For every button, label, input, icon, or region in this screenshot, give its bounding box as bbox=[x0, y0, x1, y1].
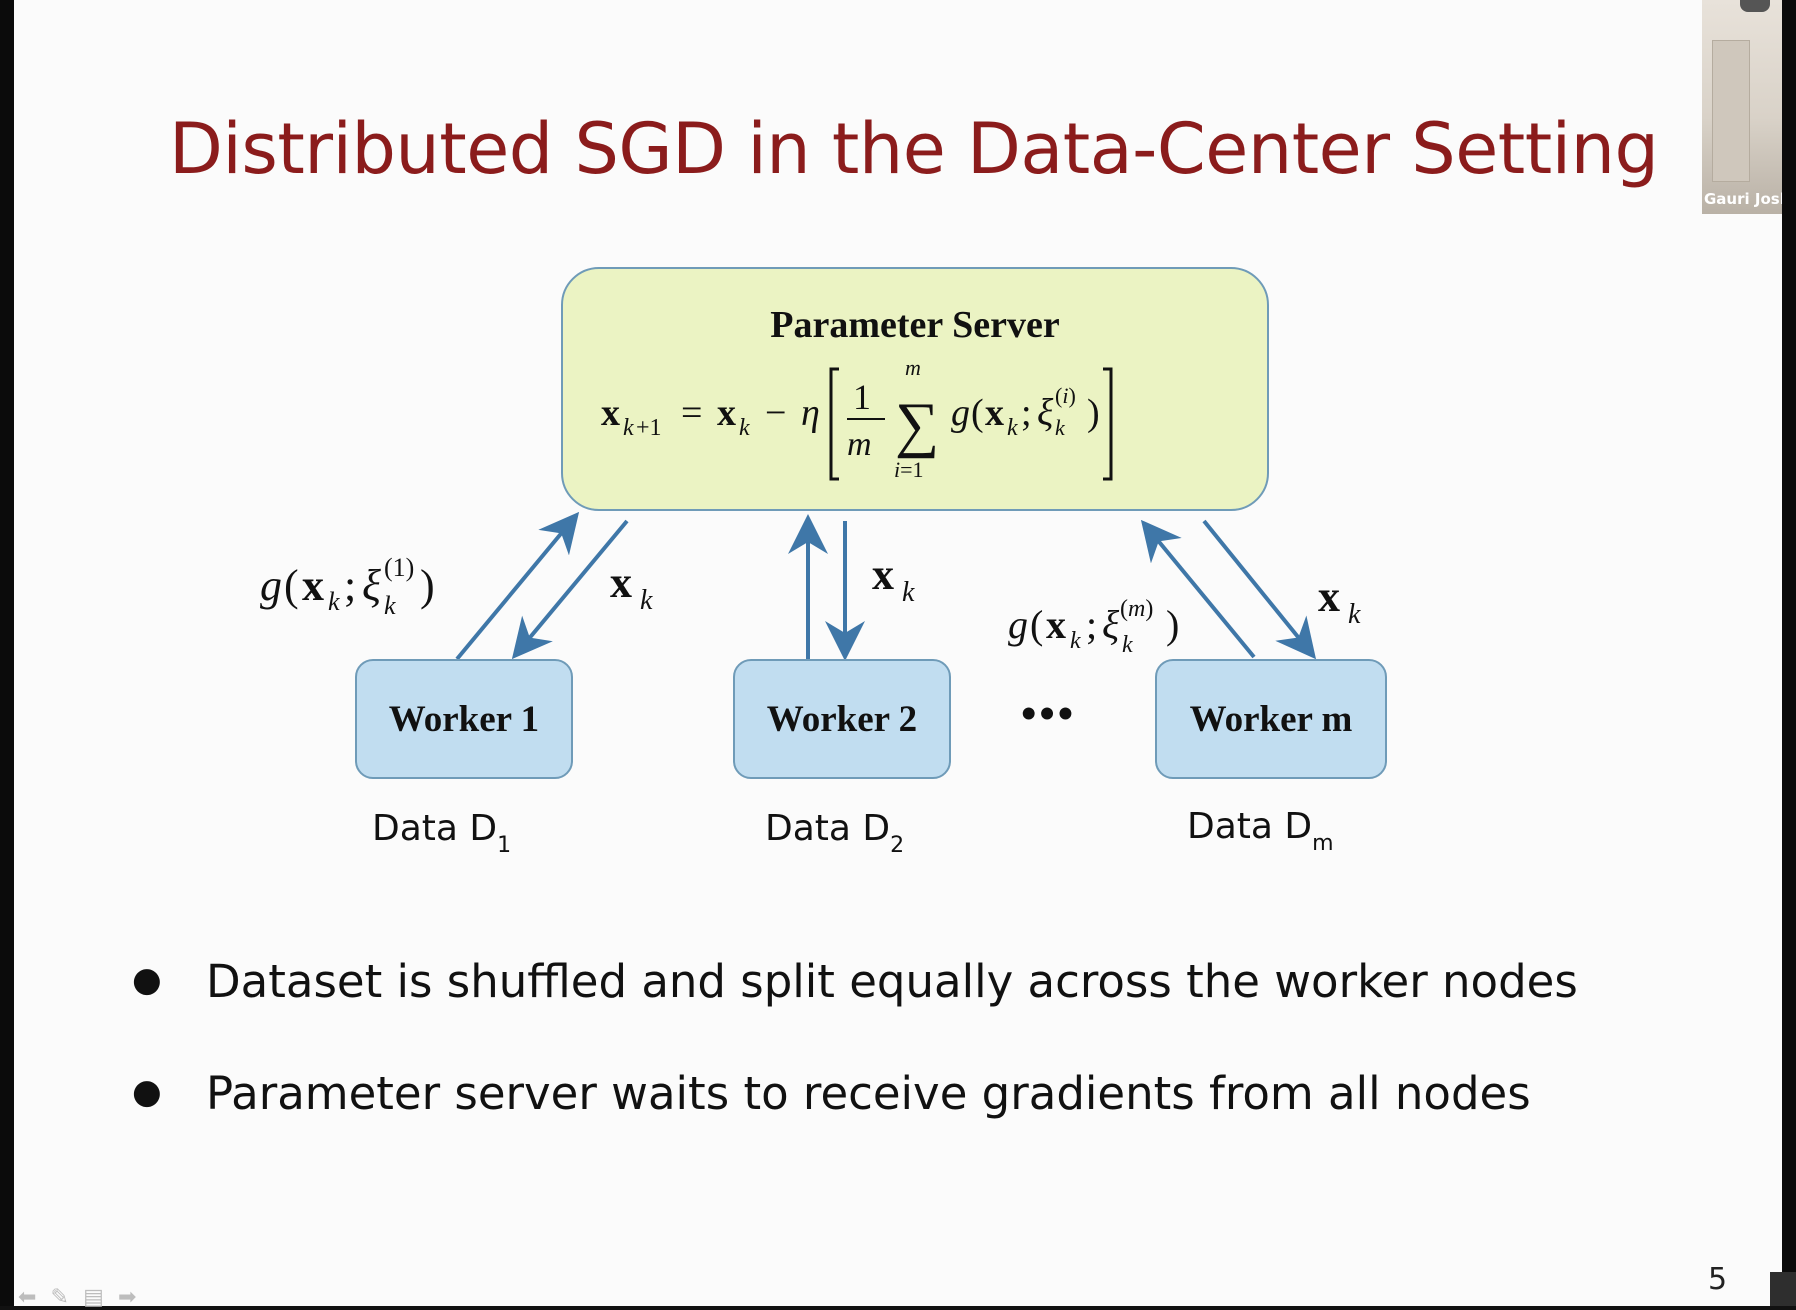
bullet-item: ●Dataset is shuffled and split equally a… bbox=[132, 955, 1578, 1008]
svg-text:k: k bbox=[623, 415, 634, 441]
svg-text:∑: ∑ bbox=[895, 391, 939, 459]
screen-border-left bbox=[0, 0, 14, 1306]
svg-text:g: g bbox=[1008, 602, 1028, 647]
parameter-server-box: Parameter Server x k +1 = x k − η 1 m m … bbox=[561, 267, 1269, 511]
participant-video-thumbnail[interactable]: Gauri Joshi bbox=[1702, 0, 1796, 214]
svg-text:+1: +1 bbox=[636, 415, 662, 441]
gradient-label-worker-1: g ( x k ; ξ k (1) ) bbox=[260, 548, 500, 643]
svg-text:k: k bbox=[1070, 628, 1081, 654]
svg-text:x: x bbox=[601, 392, 620, 434]
slide-page-number: 5 bbox=[1708, 1262, 1728, 1297]
parameter-update-equation: x k +1 = x k − η 1 m m ∑ i=1 g ( x k ; bbox=[601, 359, 1113, 482]
participant-name: Gauri Joshi bbox=[1704, 190, 1796, 208]
svg-text:=: = bbox=[681, 392, 702, 434]
model-label-worker-2: x k bbox=[872, 545, 952, 620]
svg-text:ξ: ξ bbox=[362, 561, 381, 610]
svg-text:−: − bbox=[765, 392, 786, 434]
svg-text:x: x bbox=[872, 550, 894, 599]
svg-text:g: g bbox=[260, 561, 282, 610]
svg-text:k: k bbox=[1007, 415, 1018, 441]
gradient-label-worker-m: g ( x k ; ξ k (m) ) bbox=[1008, 594, 1248, 689]
svg-text:x: x bbox=[1318, 572, 1340, 621]
slide-navigation-icons[interactable]: ⬅ ✎ ▤ ➡ bbox=[18, 1284, 141, 1309]
svg-text:): ) bbox=[420, 561, 435, 610]
data-label-m: Data Dm bbox=[1187, 806, 1334, 856]
communication-arrows bbox=[455, 511, 1317, 661]
svg-text:k: k bbox=[1348, 599, 1361, 630]
svg-text:;: ; bbox=[344, 561, 356, 610]
worker-m-box: Worker m bbox=[1155, 659, 1387, 779]
svg-text:(: ( bbox=[971, 392, 984, 434]
svg-text:(m): (m) bbox=[1120, 596, 1153, 622]
svg-text:x: x bbox=[1046, 602, 1066, 647]
presentation-slide: Distributed SGD in the Data-Center Setti… bbox=[14, 0, 1796, 1309]
svg-text:k: k bbox=[902, 577, 915, 608]
worker-1-box: Worker 1 bbox=[355, 659, 573, 779]
svg-text:k: k bbox=[1055, 415, 1066, 440]
svg-text:k: k bbox=[739, 415, 750, 441]
svg-text:k: k bbox=[640, 585, 653, 616]
bullet-icon: ● bbox=[132, 960, 162, 1000]
screen-border-right bbox=[1782, 0, 1796, 1306]
svg-text:x: x bbox=[717, 392, 736, 434]
svg-text:1: 1 bbox=[853, 377, 871, 417]
svg-text:ξ: ξ bbox=[1102, 602, 1120, 647]
svg-text:;: ; bbox=[1021, 392, 1032, 434]
video-background-door bbox=[1712, 40, 1750, 182]
svg-text:i=1: i=1 bbox=[894, 457, 924, 482]
ellipsis: ••• bbox=[1021, 689, 1077, 738]
svg-text:): ) bbox=[1087, 392, 1100, 434]
svg-text:k: k bbox=[328, 587, 340, 616]
worker-2-box: Worker 2 bbox=[733, 659, 951, 779]
svg-text:k: k bbox=[384, 591, 396, 620]
svg-text:m: m bbox=[905, 359, 921, 380]
parameter-server-title: Parameter Server bbox=[770, 304, 1060, 346]
svg-text:(: ( bbox=[1030, 602, 1043, 647]
svg-text:x: x bbox=[610, 558, 632, 607]
model-label-worker-m: x k bbox=[1318, 567, 1398, 642]
svg-text:k: k bbox=[1122, 632, 1133, 658]
svg-text:η: η bbox=[801, 392, 820, 434]
svg-text:g: g bbox=[951, 392, 970, 434]
svg-text:;: ; bbox=[1086, 602, 1097, 647]
svg-text:x: x bbox=[985, 392, 1004, 434]
corner-indicator bbox=[1770, 1272, 1796, 1306]
model-label-worker-1: x k bbox=[610, 553, 690, 628]
bullet-item: ●Parameter server waits to receive gradi… bbox=[132, 1067, 1531, 1120]
svg-text:(1): (1) bbox=[384, 553, 414, 582]
svg-text:ξ: ξ bbox=[1037, 392, 1054, 434]
data-label-2: Data D2 bbox=[765, 808, 905, 858]
svg-text:m: m bbox=[847, 426, 872, 463]
svg-text:(i): (i) bbox=[1055, 383, 1076, 408]
svg-text:(: ( bbox=[284, 561, 299, 610]
slide-title: Distributed SGD in the Data-Center Setti… bbox=[169, 108, 1659, 190]
svg-text:x: x bbox=[302, 561, 324, 610]
svg-text:): ) bbox=[1166, 602, 1179, 647]
bullet-icon: ● bbox=[132, 1072, 162, 1112]
data-label-1: Data D1 bbox=[372, 808, 512, 858]
video-object bbox=[1740, 0, 1770, 12]
